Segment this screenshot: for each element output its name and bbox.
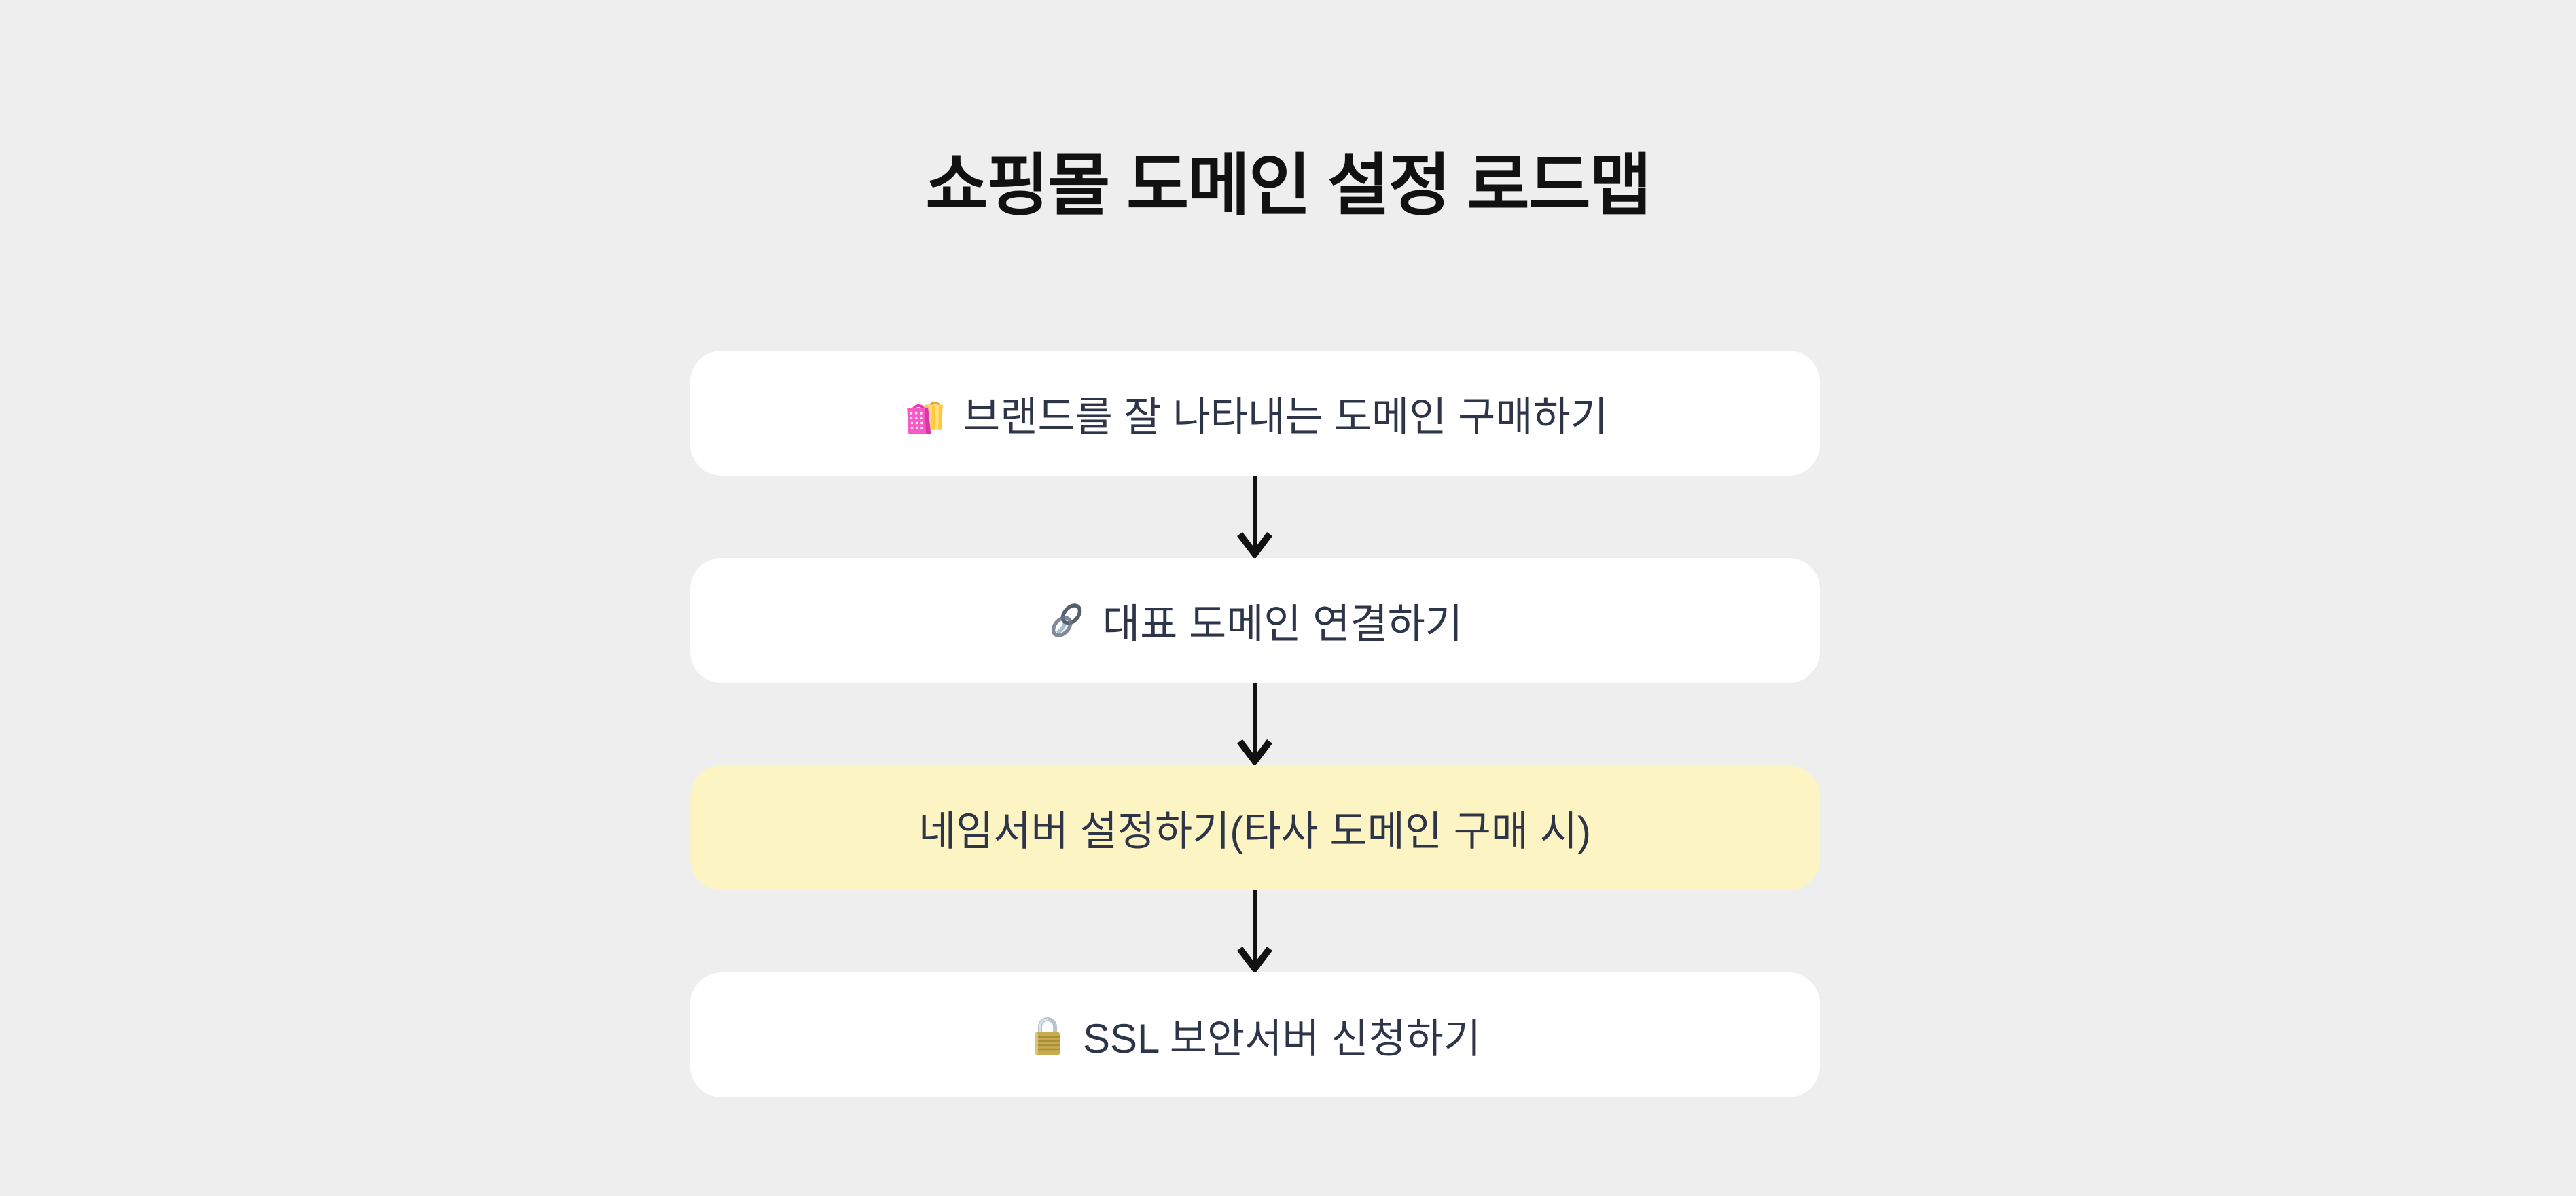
page-title: 쇼핑몰 도메인 설정 로드맵 bbox=[925, 147, 1651, 224]
shopping-bags-icon bbox=[901, 391, 946, 436]
down-arrow-icon bbox=[1237, 890, 1272, 972]
down-arrow-icon bbox=[1237, 683, 1272, 765]
link-icon bbox=[1047, 601, 1086, 640]
step-connect-domain: 대표 도메인 연결하기 bbox=[690, 558, 1820, 683]
step-buy-domain: 브랜드를 잘 나타내는 도메인 구매하기 bbox=[690, 351, 1820, 476]
step-ssl: SSL 보안서버 신청하기 bbox=[690, 972, 1820, 1097]
step-label: 네임서버 설정하기(타사 도메인 구매 시) bbox=[918, 808, 1591, 854]
step-label: SSL 보안서버 신청하기 bbox=[1082, 1015, 1482, 1061]
step-label: 대표 도메인 연결하기 bbox=[1102, 601, 1463, 647]
step-label: 브랜드를 잘 나타내는 도메인 구매하기 bbox=[963, 393, 1608, 440]
flowchart: 브랜드를 잘 나타내는 도메인 구매하기 대표 도메인 연결하기 네임서버 설정… bbox=[690, 351, 1820, 1097]
step-nameserver: 네임서버 설정하기(타사 도메인 구매 시) bbox=[690, 765, 1820, 890]
down-arrow-icon bbox=[1237, 476, 1272, 558]
lock-icon bbox=[1028, 1014, 1067, 1056]
